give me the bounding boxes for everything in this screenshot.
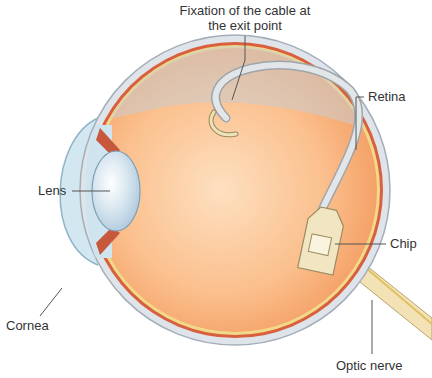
part-label: Optic nerve — [336, 358, 402, 373]
part-label: Retina — [368, 89, 406, 104]
part-label: Chip — [390, 236, 417, 251]
part-label: Cornea — [6, 318, 49, 333]
part-label: Lens — [38, 183, 66, 198]
callout-label: Fixation of the cable at the exit point — [170, 3, 320, 33]
